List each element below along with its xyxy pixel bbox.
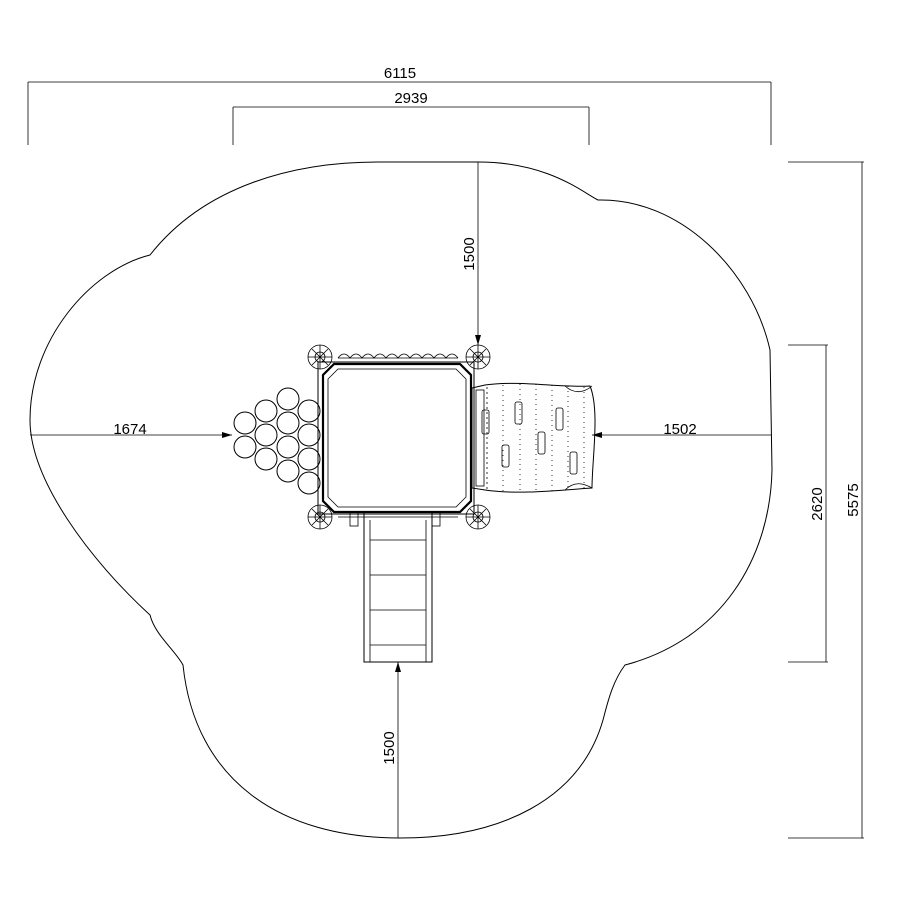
top-railing — [337, 353, 459, 359]
corner-post-top-left — [307, 344, 333, 370]
safety-zone-outline — [29, 161, 773, 839]
dimension-left-clearance: 1674 — [30, 421, 232, 438]
dim-label-left-clearance: 1674 — [113, 421, 146, 438]
dimension-platform-span: 2939 — [232, 90, 590, 145]
dim-label-right-clearance: 1502 — [663, 421, 696, 438]
dimension-top-clearance: 1500 — [461, 162, 481, 345]
corner-post-bottom-right — [465, 504, 491, 530]
central-platform — [317, 361, 475, 515]
corner-post-bottom-left — [307, 504, 333, 530]
dimension-overall-depth: 5575 — [788, 161, 864, 839]
dimension-overall-width: 6115 — [27, 65, 772, 145]
dim-label-climbing-zone: 2620 — [809, 487, 826, 520]
slide — [363, 511, 433, 663]
dimension-climbing-zone: 2620 — [788, 344, 828, 663]
dim-label-overall-depth: 5575 — [845, 483, 862, 516]
dim-label-bottom-clearance: 1500 — [381, 731, 398, 764]
stepping-pods — [233, 387, 321, 495]
dim-label-top-clearance: 1500 — [461, 237, 478, 270]
dimension-bottom-clearance: 1500 — [381, 662, 401, 838]
dim-label-platform-span: 2939 — [394, 90, 427, 107]
dim-label-overall-width: 6115 — [384, 65, 416, 82]
dimension-right-clearance: 1502 — [592, 421, 771, 438]
climbing-wall — [471, 382, 596, 493]
corner-post-top-right — [465, 344, 491, 370]
